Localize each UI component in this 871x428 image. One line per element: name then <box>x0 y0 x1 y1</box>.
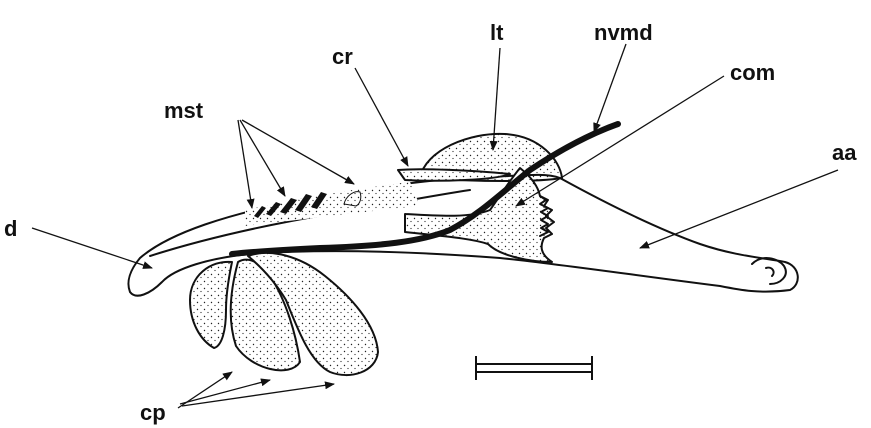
label-aa: aa <box>832 140 857 165</box>
mst-leader-1 <box>238 120 252 208</box>
label-cp: cp <box>140 400 166 425</box>
nvmd-leader <box>594 44 626 132</box>
label-lt: lt <box>490 20 504 45</box>
label-d: d <box>4 216 17 241</box>
condyle-detail <box>752 258 786 284</box>
label-cr: cr <box>332 44 353 69</box>
label-mst: mst <box>164 98 204 123</box>
d-leader <box>32 228 152 268</box>
condyle-tip <box>766 268 774 276</box>
cp-leader-3 <box>182 384 334 406</box>
scale-bar <box>476 356 592 380</box>
aa-leader <box>640 170 838 248</box>
label-nvmd: nvmd <box>594 20 653 45</box>
com-leader <box>516 76 724 206</box>
blade-stipple <box>245 182 420 226</box>
cuticular-pouch-left <box>190 262 232 348</box>
cr-leader <box>355 68 408 166</box>
label-com: com <box>730 60 775 85</box>
